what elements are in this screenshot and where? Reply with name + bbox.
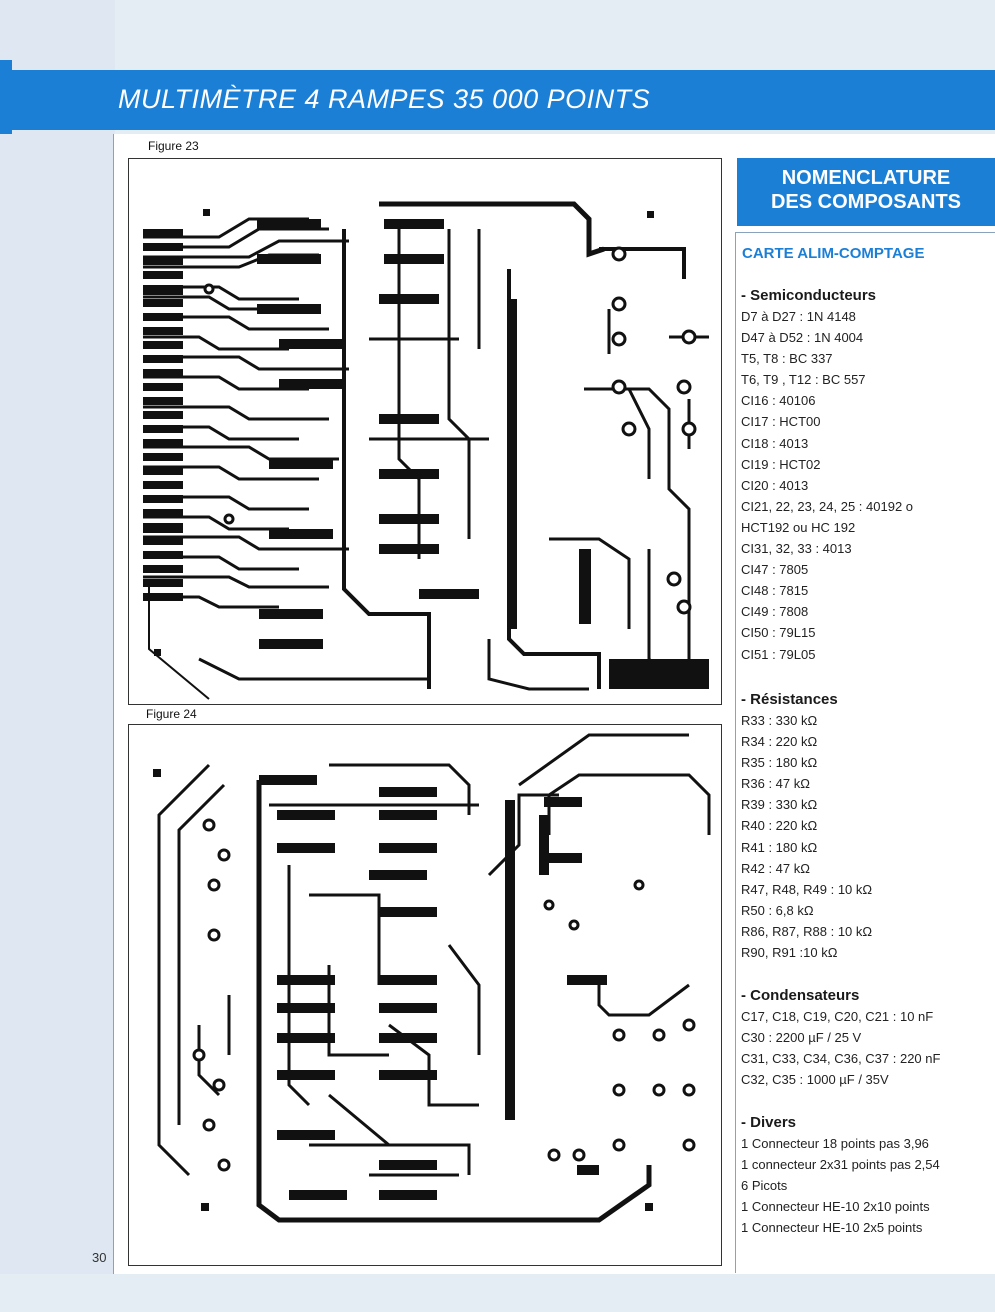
component-item: 1 Connecteur HE-10 2x5 points [741,1220,923,1236]
component-item: R39 : 330 kΩ [741,797,818,813]
component-item: R40 : 220 kΩ [741,818,818,834]
section-heading: - Condensateurs [741,987,860,1004]
component-item: C17, C18, C19, C20, C21 : 10 nF [741,1009,934,1024]
component-item: R33 : 330 kΩ [741,713,818,728]
component-item: R35 : 180 kΩ [741,755,818,771]
component-item: CI47 : 7805 [741,562,809,578]
component-item: CI49 : 7808 [741,604,809,620]
board-title: CARTE ALIM-COMPTAGE [742,245,925,262]
component-item: 1 connecteur 2x31 points pas 2,54 [741,1157,940,1173]
page-title: MULTIMÈTRE 4 RAMPES 35 000 POINTS [118,84,651,114]
component-item: 1 Connecteur 18 points pas 3,96 [741,1136,929,1151]
component-item: R42 : 47 kΩ [741,860,810,876]
page-margin [0,0,115,1312]
component-item: CI16 : 40106 [741,393,816,409]
nomenclature-title-line2: DES COMPOSANTS [770,191,962,213]
nomenclature-title-line1: NOMENCLATURE [781,167,951,189]
section-resistances: - Résistances R33 : 330 kΩ R34 : 220 kΩ … [741,691,991,963]
component-item: CI50 : 79L15 [741,625,816,641]
section-heading: - Semiconducteurs [741,287,877,304]
figure-24-label: Figure 24 [146,707,197,721]
component-item: CI17 : HCT00 [741,414,821,430]
page-number: 30 [92,1250,107,1265]
section-heading: - Divers [741,1114,797,1131]
component-item: CI31, 32, 33 : 4013 [741,541,852,557]
component-item: D47 à D52 : 1N 4004 [741,330,864,346]
nomenclature-title-box: NOMENCLATURE DES COMPOSANTS [737,158,995,226]
figure-23-label: Figure 23 [148,139,199,153]
figure-23-pcb-image [128,158,722,705]
component-item: T5, T8 : BC 337 [741,351,833,367]
component-item: C31, C33, C34, C36, C37 : 220 nF [741,1051,941,1067]
component-item: CI20 : 4013 [741,477,809,493]
component-item: D7 à D27 : 1N 4148 [741,309,856,324]
component-item: 1 Connecteur HE-10 2x10 points [741,1199,930,1215]
component-item: R36 : 47 kΩ [741,776,810,792]
component-item: CI18 : 4013 [741,435,809,451]
component-item: CI48 : 7815 [741,583,809,599]
component-item: 6 Picots [741,1178,788,1194]
component-item: CI51 : 79L05 [741,646,816,662]
bottom-margin [0,1274,995,1312]
section-semiconducteurs: - Semiconducteurs D7 à D27 : 1N 4148 D47… [741,287,991,665]
component-item: C30 : 2200 µF / 25 V [741,1030,862,1046]
component-item: R34 : 220 kΩ [741,734,818,750]
figure-24-pcb-image [128,724,722,1266]
nomenclature-panel [735,232,995,1273]
component-item: R41 : 180 kΩ [741,839,818,855]
section-divers: - Divers 1 Connecteur 18 points pas 3,96… [741,1114,991,1238]
section-condensateurs: - Condensateurs C17, C18, C19, C20, C21 … [741,987,991,1090]
component-item: R50 : 6,8 kΩ [741,902,814,918]
component-item: HCT192 ou HC 192 [741,519,856,535]
component-item: R90, R91 :10 kΩ [741,945,838,961]
component-item: T6, T9 , T12 : BC 557 [741,372,866,388]
component-item: C32, C35 : 1000 µF / 35V [741,1072,889,1088]
title-bar: MULTIMÈTRE 4 RAMPES 35 000 POINTS [0,70,995,130]
component-item: R47, R48, R49 : 10 kΩ [741,881,873,897]
component-item: CI19 : HCT02 [741,456,821,472]
component-item: CI21, 22, 23, 24, 25 : 40192 o [741,498,914,514]
section-heading: - Résistances [741,691,838,708]
component-item: R86, R87, R88 : 10 kΩ [741,923,873,939]
